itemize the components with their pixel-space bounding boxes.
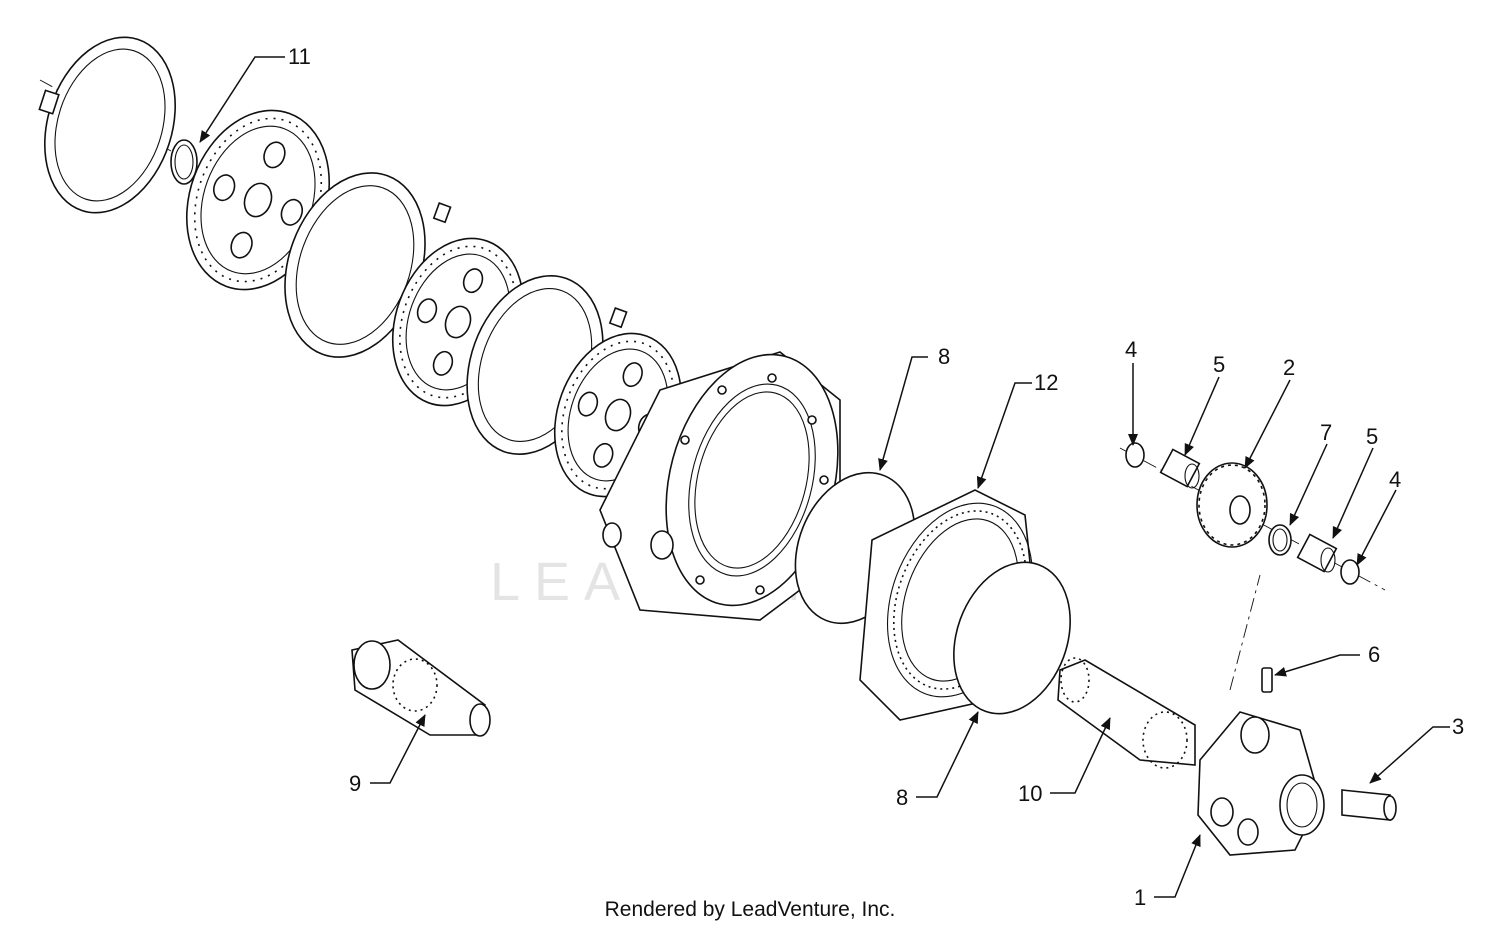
callout-9: 9 — [349, 771, 361, 796]
needle-bearing-right — [1296, 533, 1338, 573]
callout-7: 7 — [1320, 420, 1332, 445]
leader-4-right — [1356, 489, 1397, 566]
callout-5-left: 5 — [1213, 352, 1225, 377]
leader-12 — [976, 382, 1032, 489]
separator-plate-2 — [284, 172, 452, 358]
leader-9 — [370, 714, 426, 784]
leader-5-left — [1184, 376, 1220, 456]
leader-5-right — [1332, 447, 1374, 539]
callout-4-left: 4 — [1125, 337, 1137, 362]
brake-housing — [599, 351, 841, 621]
pin-alignment-line — [1229, 574, 1261, 691]
spacer — [1268, 524, 1292, 556]
callout-4-right: 4 — [1389, 467, 1401, 492]
callout-12: 12 — [1034, 370, 1058, 395]
callout-8-lower: 8 — [896, 785, 908, 810]
callout-6: 6 — [1368, 642, 1380, 667]
leader-11 — [199, 56, 285, 143]
planet-gear — [1196, 462, 1268, 548]
o-ring-lower — [953, 561, 1071, 715]
leader-8-lower — [916, 711, 979, 798]
callout-1: 1 — [1134, 885, 1146, 910]
leader-1 — [1154, 834, 1201, 898]
callout-5-right: 5 — [1366, 424, 1378, 449]
footer-credit: Rendered by LeadVenture, Inc. — [604, 898, 896, 921]
roll-pin — [1261, 667, 1273, 693]
callout-3: 3 — [1452, 714, 1464, 739]
leader-8-upper — [878, 356, 928, 471]
callout-2: 2 — [1283, 355, 1295, 380]
callout-10: 10 — [1018, 781, 1042, 806]
snap-ring-11 — [170, 139, 198, 185]
leader-10 — [1050, 717, 1111, 794]
planet-centerline — [1119, 447, 1386, 591]
callout-11: 11 — [288, 44, 311, 69]
thrust-washer-right — [1340, 559, 1360, 585]
planet-carrier — [1197, 711, 1325, 856]
separator-plate-1 — [38, 36, 176, 214]
carrier-pin — [1341, 789, 1397, 821]
needle-bearing-left — [1159, 448, 1201, 489]
input-shaft — [1057, 657, 1196, 769]
thrust-washer-left — [1125, 442, 1145, 468]
leader-7 — [1289, 443, 1328, 526]
leader-6 — [1274, 654, 1360, 677]
spline-shaft — [351, 639, 491, 737]
leader-3 — [1369, 726, 1450, 784]
callout-8-upper: 8 — [938, 344, 950, 369]
leader-2 — [1244, 379, 1291, 469]
